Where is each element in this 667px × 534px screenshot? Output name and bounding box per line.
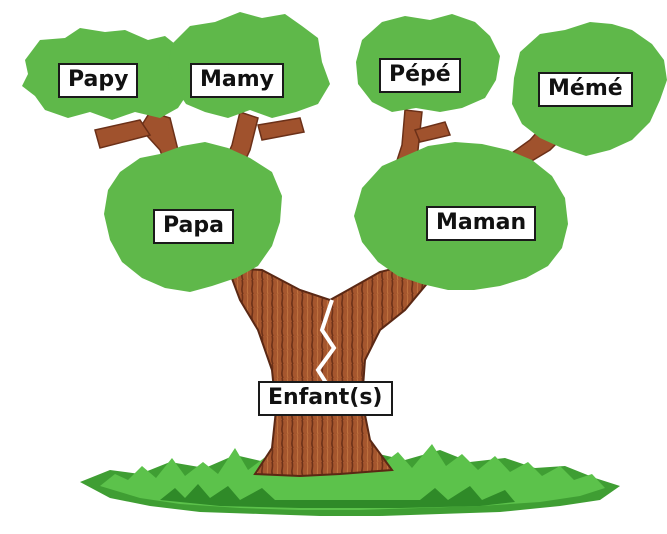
label-meme: Mémé xyxy=(538,72,633,107)
grass xyxy=(80,444,620,516)
label-enfants: Enfant(s) xyxy=(258,381,393,416)
label-maman: Maman xyxy=(426,206,537,241)
label-mamy: Mamy xyxy=(190,63,285,98)
label-papa: Papa xyxy=(153,209,234,244)
label-pepe: Pépé xyxy=(379,58,461,93)
trunk xyxy=(226,260,432,478)
label-papy: Papy xyxy=(58,63,139,98)
